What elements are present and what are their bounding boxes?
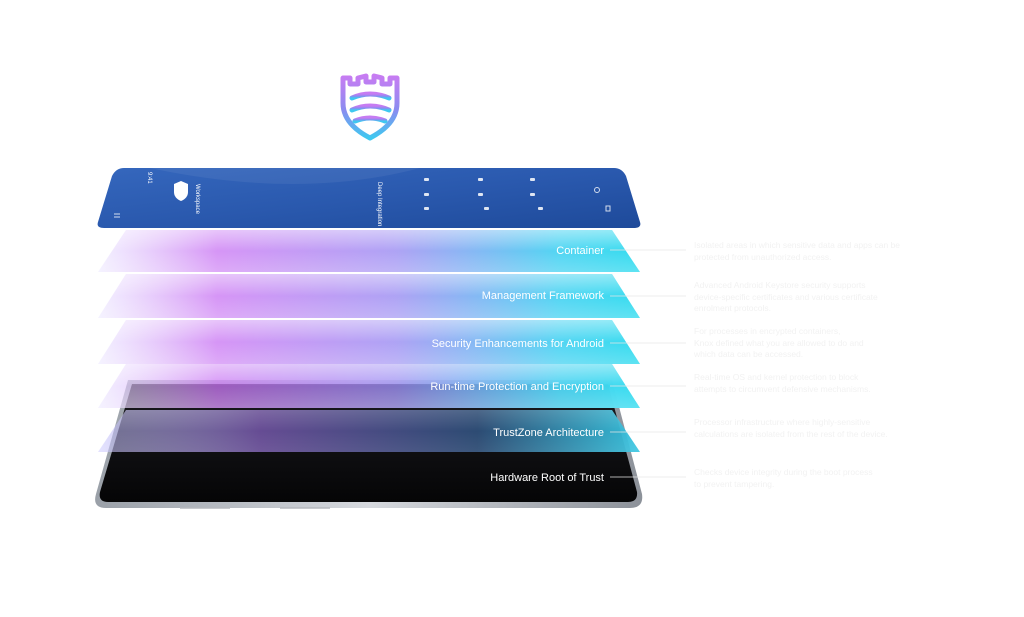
layer-label-trustzone: TrustZone Architecture xyxy=(493,427,604,439)
connector-lines xyxy=(610,249,686,478)
layer-label-security-enhancements: Security Enhancements for Android xyxy=(432,338,604,350)
security-enhancements-layer xyxy=(98,320,640,364)
workspace-folder-label: Workspace xyxy=(194,184,200,215)
description-hardware-root-of-trust: Checks device integrity during the boot … xyxy=(694,467,873,489)
navigation-icons xyxy=(114,187,611,218)
phone-screen: Workspace Deep Integration 9:41 xyxy=(97,168,641,228)
description-security-enhancements: For processes in encrypted containers, K… xyxy=(694,326,864,359)
description-run-time-protection: Real-time OS and kernel protection to bl… xyxy=(694,372,871,394)
workspace-folder-icon xyxy=(174,181,188,201)
layer-label-management-framework: Management Framework xyxy=(482,290,605,302)
management-framework-layer xyxy=(98,274,640,318)
trustzone-layer xyxy=(98,410,640,452)
container-layer xyxy=(98,230,640,272)
run-time-protection-layer xyxy=(98,364,640,408)
description-management-framework: Advanced Android Keystore security suppo… xyxy=(694,280,878,313)
layer-label-run-time-protection: Run-time Protection and Encryption xyxy=(430,381,604,393)
layer-labels: Container Management Framework Security … xyxy=(430,245,604,484)
description-trustzone: Processor infrastructure where highly-se… xyxy=(694,417,888,439)
layer-label-container: Container xyxy=(556,245,604,257)
status-time: 9:41 xyxy=(146,172,152,184)
app-grid-dots xyxy=(424,178,543,210)
description-container: Isolated areas in which sensitive data a… xyxy=(694,240,901,262)
layer-label-hardware-root-of-trust: Hardware Root of Trust xyxy=(490,472,604,484)
app-title: Deep Integration xyxy=(376,182,382,226)
knox-shield-icon xyxy=(340,73,400,141)
